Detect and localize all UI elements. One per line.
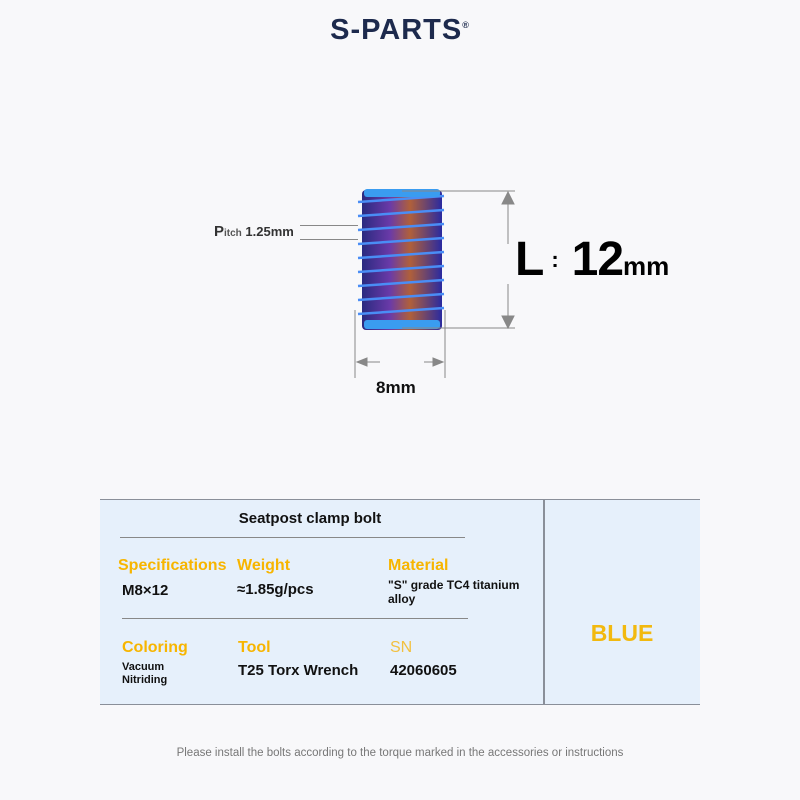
spec-table: Seatpost clamp bolt Specifications M8×12… xyxy=(100,499,700,705)
divider xyxy=(120,537,465,538)
registered-mark: ® xyxy=(462,20,470,30)
brand-name: S-PARTS xyxy=(330,14,463,46)
table-title: Seatpost clamp bolt xyxy=(238,510,382,527)
pitch-label: Pitch 1.25mm xyxy=(214,223,294,240)
length-value: 12 xyxy=(571,233,624,286)
sn-label: SN xyxy=(390,639,413,656)
pitch-line-bottom xyxy=(300,239,358,240)
diameter-label: 8mm xyxy=(376,378,416,397)
specifications-label: Specifications xyxy=(118,557,227,574)
column-divider xyxy=(543,500,545,704)
material-label: Material xyxy=(388,557,449,574)
weight-value: ≈1.85g/pcs xyxy=(237,581,314,598)
pitch-value: 1.25mm xyxy=(245,224,294,239)
color-name: BLUE xyxy=(590,620,654,646)
tool-value: T25 Torx Wrench xyxy=(238,662,359,679)
divider xyxy=(122,618,468,619)
brand-logo: S-PARTS® xyxy=(0,14,800,47)
coloring-label: Coloring xyxy=(122,639,188,656)
pitch-p: P xyxy=(214,223,225,240)
coloring-line1: Vacuum xyxy=(122,661,165,673)
tool-label: Tool xyxy=(238,639,271,656)
pitch-line-top xyxy=(300,225,358,226)
length-unit: mm xyxy=(623,251,670,281)
coloring-line2: Nitriding xyxy=(122,674,168,686)
pitch-itch: itch xyxy=(224,228,242,239)
sn-value: 42060605 xyxy=(390,662,457,679)
footer-note: Please install the bolts according to th… xyxy=(176,747,624,759)
material-value: "S" grade TC4 titanium alloy xyxy=(388,578,520,606)
specifications-value: M8×12 xyxy=(122,582,169,599)
weight-label: Weight xyxy=(237,557,291,574)
length-colon: : xyxy=(551,247,558,272)
length-letter: L xyxy=(515,233,544,286)
length-label: L:12mm xyxy=(515,232,669,287)
bolt-image xyxy=(354,189,515,378)
